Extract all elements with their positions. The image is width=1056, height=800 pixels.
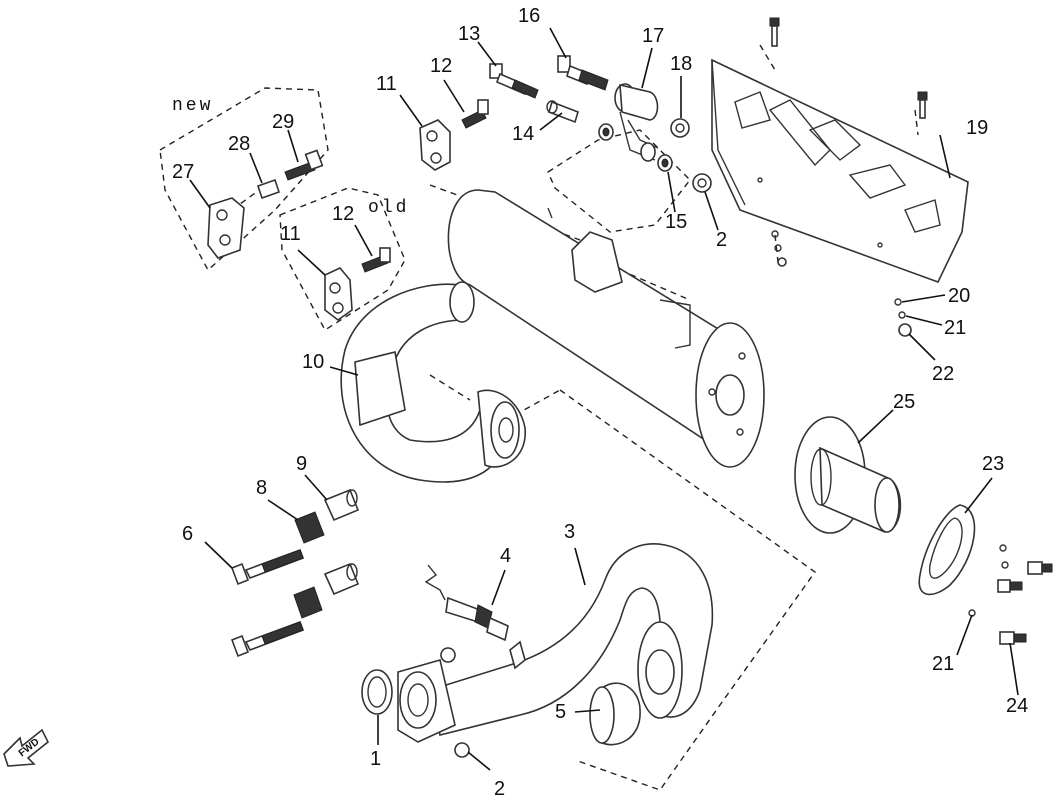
callout-14: 14: [512, 123, 534, 145]
callout-11-upper: 11: [376, 73, 397, 95]
shield-bolt-top-right: [917, 91, 928, 119]
old-mount-bracket-11: [324, 267, 353, 321]
dash-link-c: [514, 389, 561, 416]
upper-bolt-13: [489, 63, 539, 99]
callout-10: 10: [302, 351, 324, 373]
callout-12-upper: 12: [430, 55, 452, 77]
callout-20: 20: [948, 285, 970, 307]
new-bushing-28: [256, 178, 281, 200]
header-sleeve-5: [589, 682, 641, 746]
header-pipe: [397, 543, 714, 743]
callout-28: 28: [228, 133, 250, 155]
small-washers-right: [894, 298, 912, 337]
new-bolt-29: [284, 149, 324, 181]
callout-labels: 1 2 2 3 4 5 6 8 9 10 11 11 12 12 13 14 1…: [172, 5, 1028, 800]
callout-22: 22: [932, 363, 954, 385]
stud-upper-6: [230, 548, 305, 586]
upper-sleeve-14: [546, 100, 579, 124]
stud-lower-6: [230, 620, 305, 658]
spark-arrestor-tailpipe: [794, 416, 902, 534]
leader-lines: [189, 27, 1019, 771]
nut-upper-8: [294, 511, 325, 544]
new-group-label: new: [172, 96, 213, 116]
shield-washers: [771, 230, 787, 267]
callout-2-upper: 2: [716, 229, 727, 251]
callout-1: 1: [370, 748, 381, 770]
callout-11-old: 11: [280, 223, 301, 245]
upper-mount-bracket-11: [419, 119, 451, 171]
tailpipe-bolt-c: [999, 631, 1027, 645]
muffler-inlet-pipe: [340, 281, 526, 483]
callout-15: 15: [665, 211, 687, 233]
callout-21-upper: 21: [944, 317, 966, 339]
old-bolt-12: [361, 247, 391, 273]
callout-13: 13: [458, 23, 480, 45]
callout-8: 8: [256, 477, 267, 499]
old-group-label: old: [368, 198, 409, 218]
old-group-outline: [279, 187, 406, 331]
callout-29: 29: [272, 111, 294, 133]
header-pipe-outline: [559, 389, 816, 791]
callout-3: 3: [564, 521, 575, 543]
header-nuts: [440, 647, 470, 758]
callout-24: 24: [1006, 695, 1028, 717]
dash-link-h: [774, 234, 779, 263]
callout-12-old: 12: [332, 203, 354, 225]
upper-bolt-16: [557, 55, 609, 91]
callout-16: 16: [518, 5, 540, 27]
header-gasket-1: [361, 669, 393, 715]
callout-21-lower: 21: [932, 653, 954, 675]
shield-bolt-top-left: [769, 17, 780, 47]
callout-23: 23: [982, 453, 1004, 475]
tailpipe-bolt-b: [1027, 561, 1053, 575]
damper-bracket-17: [614, 83, 659, 162]
dash-link-g: [914, 109, 919, 136]
tailpipe-gasket: [918, 504, 1009, 617]
callout-5: 5: [555, 701, 566, 723]
nut-lower-8: [293, 586, 323, 619]
callout-4: 4: [500, 545, 511, 567]
new-mount-bracket-27: [207, 197, 245, 259]
spacer-upper-9: [323, 488, 360, 522]
new-group-outline: [159, 87, 329, 272]
nut-2-upper: [692, 173, 712, 193]
dash-link-f: [759, 44, 776, 71]
callout-25: 25: [893, 391, 915, 413]
upper-bolt-12: [461, 99, 489, 129]
washer-15-a: [598, 123, 614, 141]
callout-18: 18: [670, 53, 692, 75]
callout-19: 19: [966, 117, 988, 139]
spacer-lower-9: [323, 562, 360, 596]
tailpipe-bolt-a: [997, 579, 1023, 593]
callout-17: 17: [642, 25, 664, 47]
callout-6: 6: [182, 523, 193, 545]
forward-direction-arrow: FWD: [3, 728, 50, 767]
callout-2-lower: 2: [494, 778, 505, 800]
heat-shield: [711, 58, 969, 283]
nut-18: [670, 118, 690, 138]
muffler: [447, 189, 765, 468]
callout-27: 27: [172, 161, 194, 183]
callout-9: 9: [296, 453, 307, 475]
dash-link-b: [429, 374, 471, 401]
oxygen-sensor: [424, 564, 509, 642]
washer-15-b: [657, 154, 673, 172]
